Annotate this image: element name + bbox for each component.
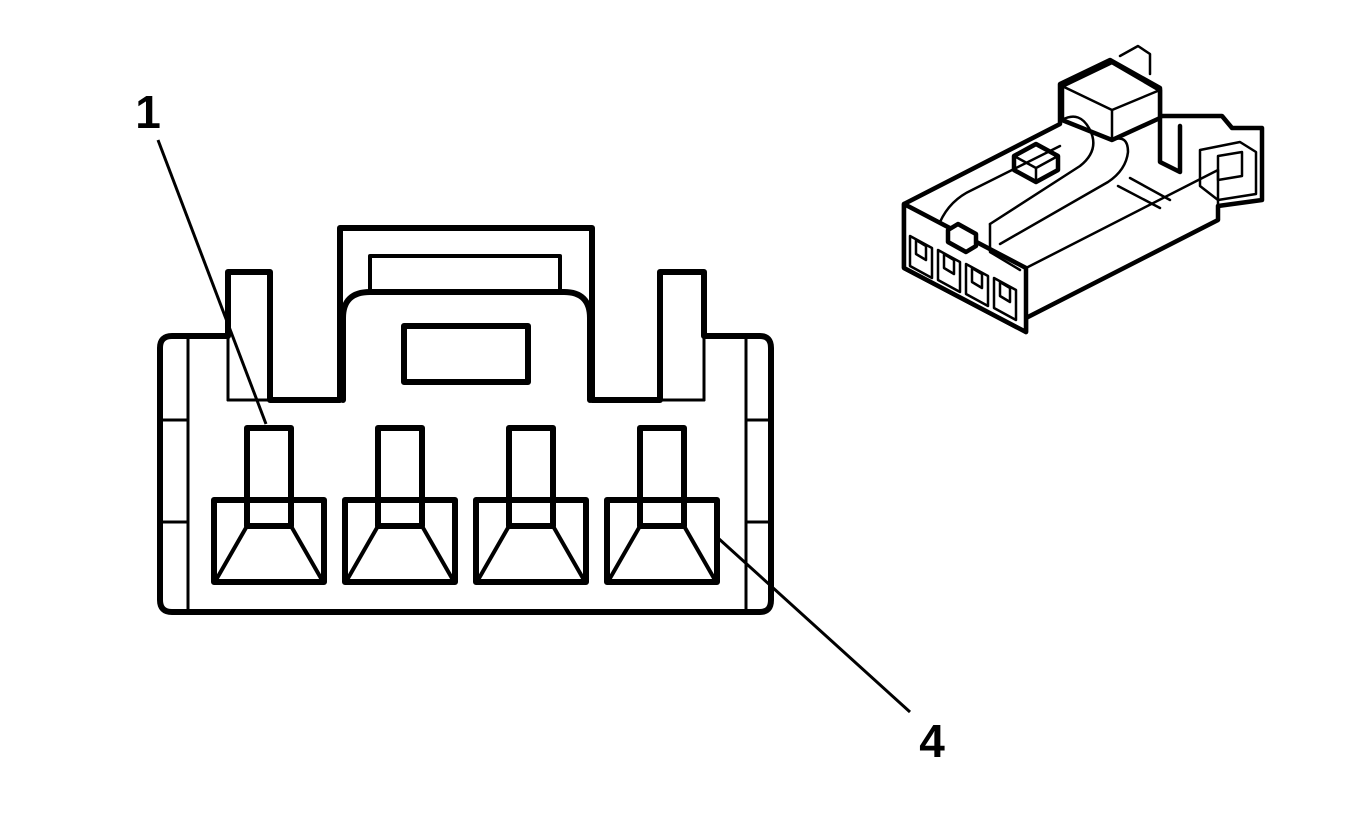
iso-top-groove-left [938, 144, 1062, 224]
iso-latch-arm-front [988, 222, 1022, 272]
iso-latch-small-tab [1118, 44, 1152, 76]
terminal-cavity-1 [211, 425, 327, 585]
iso-latch-arm-outer [988, 115, 1095, 226]
connector-isometric-view [901, 44, 1265, 335]
iso-top-groove-right [1116, 176, 1172, 210]
cavity-outer-frame [604, 497, 720, 585]
iso-latch-arm-inner [998, 137, 1130, 246]
iso-cavity-4 [992, 276, 1018, 322]
cavity-taper-lines [214, 524, 324, 582]
cavity-terminal-slot [637, 425, 687, 529]
iso-cavity-1 [908, 234, 934, 280]
callout-label-1: 1 [135, 86, 161, 138]
lock-tab-window [401, 323, 531, 385]
callout-label-4: 4 [919, 715, 945, 767]
cavity-terminal-slot [244, 425, 294, 529]
terminal-cavity-4 [604, 425, 720, 585]
callout-1-leader [156, 139, 268, 425]
iso-terminal-cavities [908, 234, 1018, 322]
housing-outline [157, 225, 774, 615]
iso-rear-catch [1198, 140, 1258, 202]
lock-tab-top-bar [368, 254, 562, 294]
terminal-cavities [211, 425, 720, 585]
cavity-outer-frame [473, 497, 589, 585]
cavity-terminal-slot [375, 425, 425, 529]
iso-front-window [945, 221, 979, 255]
connector-front-view: 1 4 [135, 86, 945, 767]
cavity-outer-frame [211, 497, 327, 585]
iso-rear-catch-detail [1216, 150, 1244, 182]
terminal-cavity-3 [473, 425, 589, 585]
iso-latch-ridge [1060, 84, 1162, 142]
cavity-taper-lines [345, 524, 455, 582]
cavity-outer-frame [342, 497, 458, 585]
iso-cavity-2 [936, 248, 962, 294]
callout-4-leader [716, 536, 912, 714]
iso-rear-latch [1157, 115, 1183, 175]
terminal-cavity-2 [342, 425, 458, 585]
cavity-taper-lines [607, 524, 717, 582]
cavity-terminal-slot [506, 425, 556, 529]
cavity-taper-lines [476, 524, 586, 582]
iso-cavity-3 [964, 262, 990, 308]
lock-tab-body [340, 289, 593, 403]
iso-raised-block-edge [1012, 154, 1060, 184]
